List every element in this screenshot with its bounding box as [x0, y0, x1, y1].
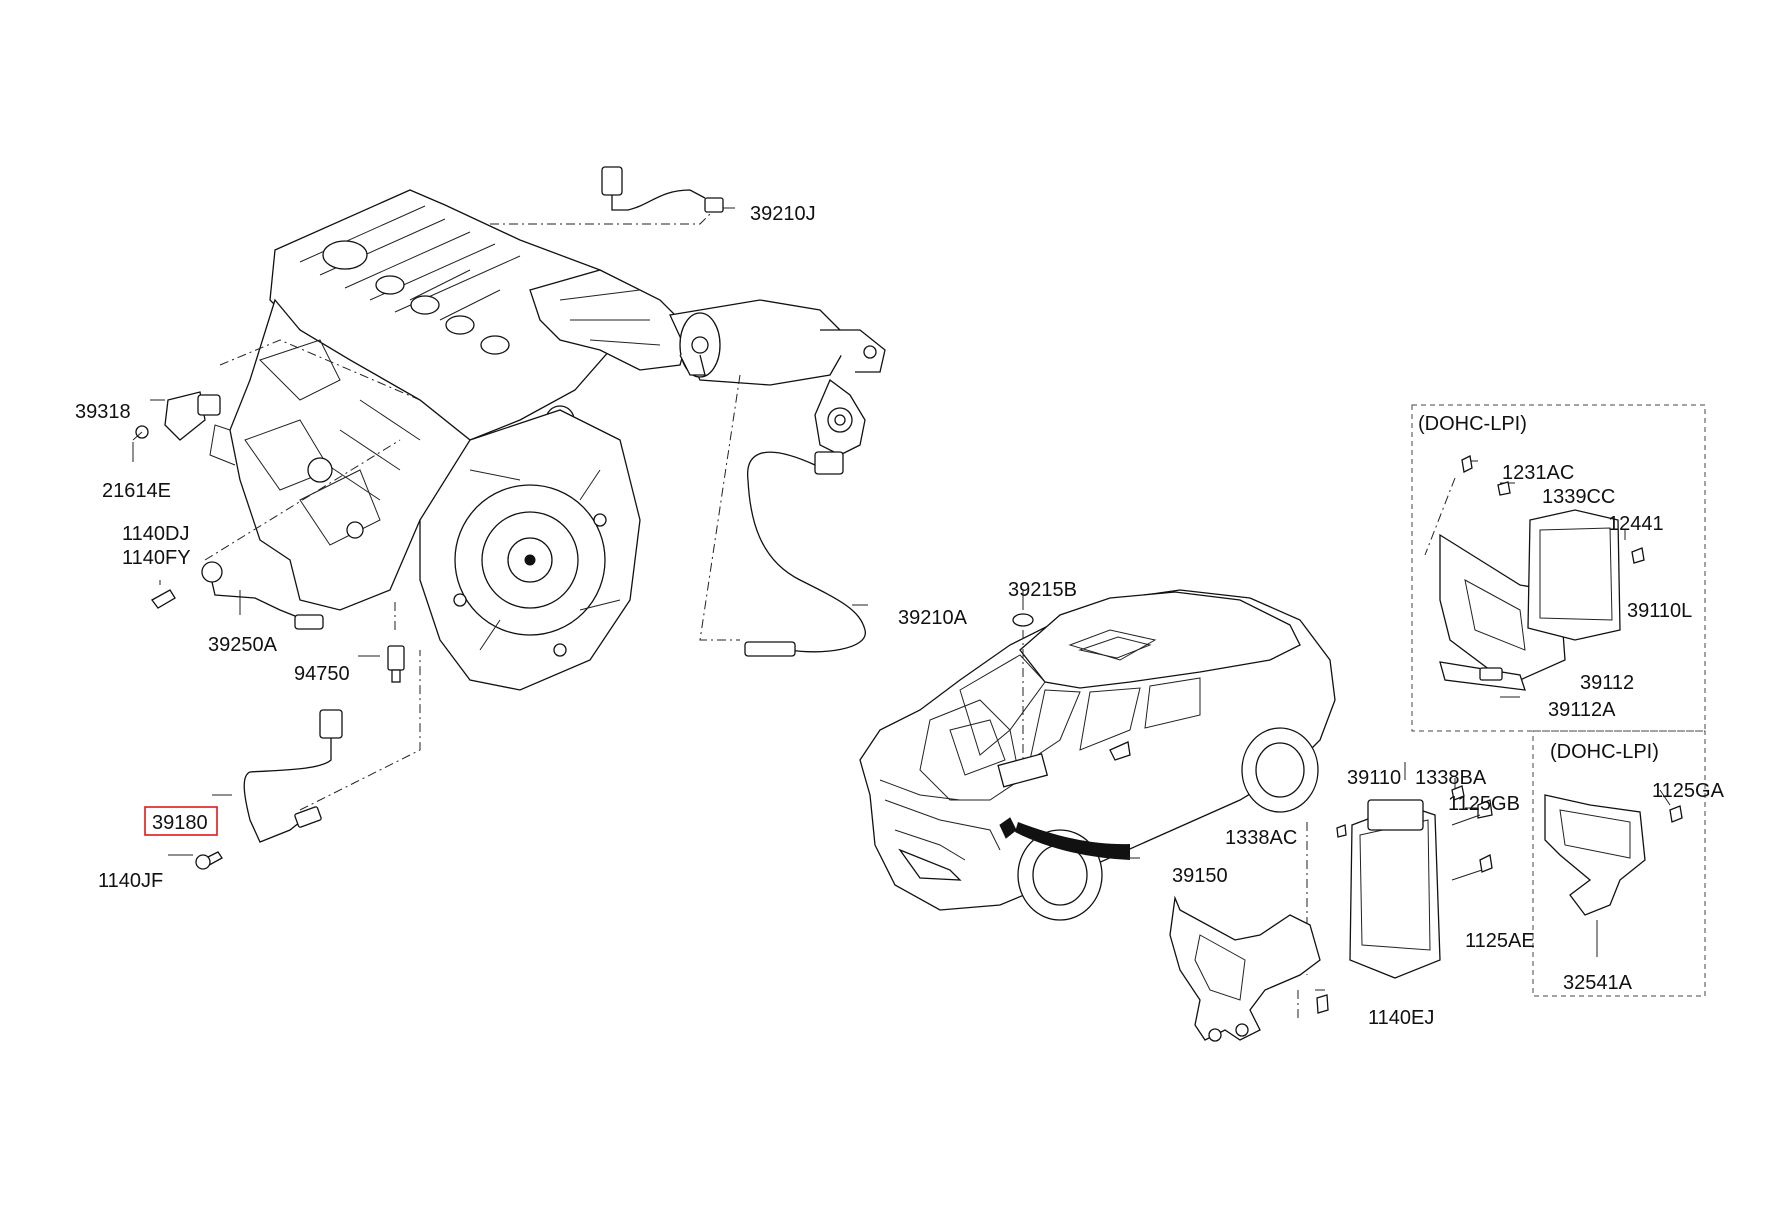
vehicle-illustration — [859, 589, 1336, 921]
engine-assembly-illustration — [209, 189, 886, 691]
callout-1125GB[interactable]: 1125GB — [1448, 793, 1520, 815]
callout-12441[interactable]: 12441 — [1608, 513, 1664, 535]
highlight-box-39180 — [144, 806, 218, 836]
callout-1231AC[interactable]: 1231AC — [1502, 462, 1574, 484]
callout-39210J[interactable]: 39210J — [750, 203, 816, 225]
callout-1140EJ[interactable]: 1140EJ — [1368, 1007, 1434, 1029]
callout-1125AE[interactable]: 1125AE — [1465, 930, 1535, 952]
callout-94750[interactable]: 94750 — [294, 663, 350, 685]
dohc-lpi-group-1-header: (DOHC-LPI) — [1418, 413, 1527, 435]
callout-39112[interactable]: 39112 — [1580, 672, 1634, 694]
callout-39110[interactable]: 39110 — [1347, 767, 1401, 789]
dohc-lpi-group-2-box — [1532, 730, 1706, 997]
callout-39110L[interactable]: 39110L — [1627, 600, 1692, 622]
leader-lines — [132, 207, 1671, 1020]
callout-1140DJ[interactable]: 1140DJ — [122, 523, 189, 545]
dohc-lpi-group-1-box — [1411, 404, 1706, 732]
callout-39318[interactable]: 39318 — [75, 401, 131, 423]
callout-1125GA[interactable]: 1125GA — [1652, 780, 1725, 802]
callout-21614E[interactable]: 21614E — [102, 480, 171, 502]
connector-icon — [601, 166, 623, 196]
callout-1140JF[interactable]: 1140JF — [98, 870, 163, 892]
callout-1140FY[interactable]: 1140FY — [122, 547, 191, 569]
callout-1338AC[interactable]: 1338AC — [1225, 827, 1297, 849]
small-parts — [132, 166, 1683, 1042]
dohc-lpi-group-2-header: (DOHC-LPI) — [1550, 741, 1659, 763]
callout-39180[interactable]: 39180 — [152, 812, 208, 834]
callout-1339CC[interactable]: 1339CC — [1542, 486, 1615, 508]
callout-39215B[interactable]: 39215B — [1008, 579, 1077, 601]
callout-32541A[interactable]: 32541A — [1563, 972, 1633, 994]
callout-1338BA[interactable]: 1338BA — [1415, 767, 1487, 789]
callout-labels: 39210J 39318 21614E 1140DJ 1140FY 39250A… — [75, 203, 1725, 1029]
callout-39210A[interactable]: 39210A — [898, 607, 968, 629]
callout-39150[interactable]: 39150 — [1172, 865, 1228, 887]
callout-39250A[interactable]: 39250A — [208, 634, 278, 656]
callout-39112A[interactable]: 39112A — [1548, 699, 1616, 721]
